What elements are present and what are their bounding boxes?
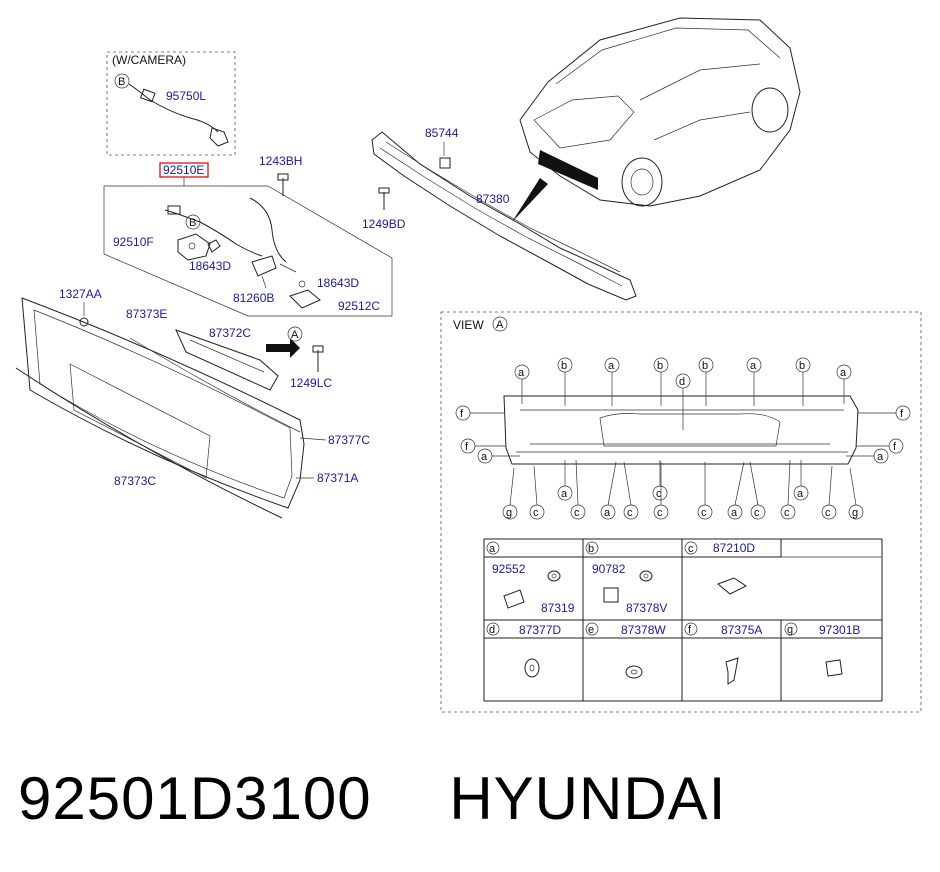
view-callout-b3: b <box>702 360 708 372</box>
assembly-label-6: 92512C <box>338 299 380 313</box>
camera-box-title: (W/CAMERA) <box>112 53 186 67</box>
camera-box: (W/CAMERA) B 95750L <box>106 51 236 156</box>
garnish-part-1: 1327AA <box>59 287 102 301</box>
legend-g-part-1: 97301B <box>819 623 860 637</box>
clip-icon <box>603 587 619 603</box>
view-callout-c9: c <box>825 507 831 519</box>
bumper-part-1: 85744 <box>425 126 459 140</box>
view-callout-g2: g <box>852 507 858 519</box>
garnish-part-7: 87373C <box>114 474 156 488</box>
bracket-icon <box>725 657 739 685</box>
view-callout-a8: a <box>797 488 804 500</box>
view-callout-f3: f <box>465 441 469 453</box>
assembly-label-5: 18643D <box>317 276 359 290</box>
legend-d-part-1: 87377D <box>519 623 561 637</box>
legend-key-f: f <box>688 624 692 636</box>
parts-diagram: (W/CAMERA) B 95750L 92510E 1243BH B 9251… <box>15 17 922 713</box>
view-callout-b4: b <box>799 360 805 372</box>
garnish-part-6: 87371A <box>317 471 358 485</box>
footer-brand: HYUNDAI <box>449 765 727 832</box>
view-marker-small: A <box>291 329 299 341</box>
handle-assembly: 92510E 1243BH B 92510F 18643D 81260B 186… <box>103 154 393 317</box>
footer-part-number: 92501D3100 <box>18 765 372 832</box>
washer-icon <box>524 658 540 678</box>
view-callout-a10: a <box>731 507 738 519</box>
tape-icon <box>825 659 843 677</box>
tailgate-garnish: A 1327AA 87373E 87372C 1249LC 87377C 873… <box>15 287 370 519</box>
view-callout-a2: a <box>608 360 615 372</box>
legend-key-e: e <box>588 624 594 636</box>
view-callout-d: d <box>679 376 685 388</box>
legend-key-c: c <box>688 543 694 555</box>
view-direction-arrow <box>266 338 300 358</box>
view-callout-f2: f <box>900 408 904 420</box>
view-callout-a: a <box>518 367 525 379</box>
view-callout-f1: f <box>460 408 464 420</box>
view-callout-f4: f <box>893 441 897 453</box>
view-leaders <box>470 372 896 506</box>
legend-table: a 92552 87319 b 90782 87378V c 87210D d … <box>483 538 883 702</box>
view-callout-a7: a <box>561 488 568 500</box>
bumper-part-2: 87380 <box>476 192 510 206</box>
legend-b-part-2: 87378V <box>626 601 667 615</box>
view-callout-a6: a <box>877 451 884 463</box>
view-callout-a4: a <box>840 367 847 379</box>
view-callout-c7: c <box>754 507 760 519</box>
car-illustration <box>519 17 801 207</box>
pointer-arrow <box>512 178 548 222</box>
view-callout-c8: c <box>784 507 790 519</box>
view-title: VIEW <box>453 318 484 332</box>
assembly-label-4: 81260B <box>233 291 274 305</box>
legend-a-part-2: 87319 <box>541 601 575 615</box>
view-callout-c4: c <box>627 507 633 519</box>
view-callout-c6: c <box>701 507 707 519</box>
view-callouts: a b a b b a b a d f f f f a a a c a g c … <box>455 357 911 520</box>
legend-key-g: g <box>787 624 793 636</box>
legend-b-part-1: 90782 <box>592 562 626 576</box>
view-callout-c1: c <box>656 488 662 500</box>
view-callout-g1: g <box>506 507 512 519</box>
garnish-part-4: 1249LC <box>290 376 332 390</box>
grommet-icon <box>503 589 525 609</box>
legend-c-part-1: 87210D <box>713 541 755 555</box>
bumper-beam: 85744 87380 1249BD <box>362 126 637 301</box>
assembly-label-1: 1243BH <box>259 154 302 168</box>
legend-f-part-1: 87375A <box>721 623 762 637</box>
legend-key-d: d <box>489 624 495 636</box>
assembly-label-2: 92510F <box>113 235 154 249</box>
spacer-icon <box>625 665 643 679</box>
garnish-part-3: 87372C <box>209 326 251 340</box>
camera-callout: B <box>118 76 125 88</box>
assembly-label-3: 18643D <box>189 259 231 273</box>
garnish-part-2: 87373E <box>126 307 167 321</box>
view-panel-marker: A <box>496 319 504 331</box>
footer: 92501D3100 HYUNDAI <box>18 764 918 844</box>
legend-key-a: a <box>489 543 496 555</box>
garnish-part-5: 87377C <box>328 433 370 447</box>
view-callout-a9: a <box>604 507 611 519</box>
view-callout-a3: a <box>750 360 757 372</box>
view-callout-b: b <box>561 360 567 372</box>
legend-a-part-1: 92552 <box>492 562 526 576</box>
legend-e-part-1: 87378W <box>621 623 666 637</box>
view-callout-c2: c <box>533 507 539 519</box>
camera-part-label: 95750L <box>166 89 206 103</box>
pad-icon <box>717 577 747 595</box>
view-panel: VIEW A a b a b b a b a d f f f f a a <box>440 311 922 713</box>
view-callout-a5: a <box>481 451 488 463</box>
main-part-label: 92510E <box>163 163 204 177</box>
bumper-part-3: 1249BD <box>362 217 406 231</box>
view-callout-b2: b <box>657 360 663 372</box>
view-callout-c5: c <box>657 507 663 519</box>
legend-key-b: b <box>588 543 594 555</box>
clip-85744 <box>439 157 451 169</box>
assembly-callout: B <box>189 217 196 229</box>
view-callout-c3: c <box>574 507 580 519</box>
